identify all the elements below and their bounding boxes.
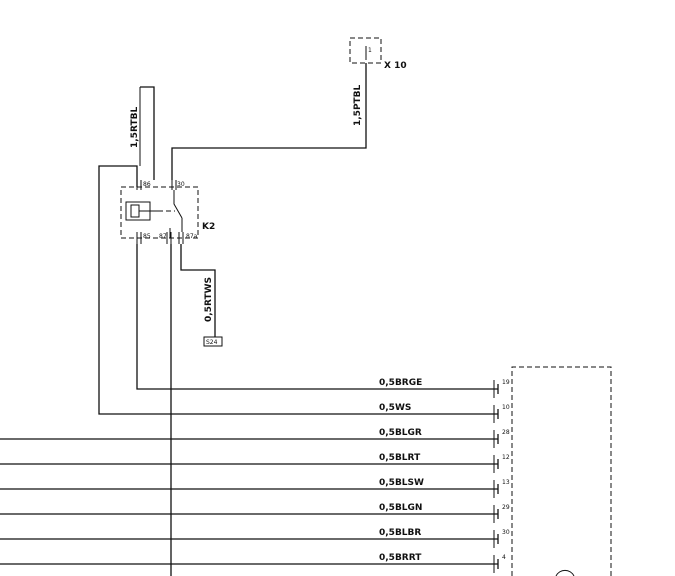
terminal-s24: S24 (203, 336, 223, 347)
pin-number: 19 (502, 379, 510, 386)
pin-number: 4 (502, 554, 506, 561)
wire-label-rtws: 0,5RTWS (204, 277, 214, 322)
wire-label-ptbl: 1,5PTBL (353, 84, 363, 126)
relay-pin-85: 85 (143, 233, 151, 240)
wire-label: 0,5BLSW (379, 478, 424, 488)
wire-rtbl (140, 86, 155, 180)
harness-labels: 0,5BRGE 0,5WS 0,5BLGR 0,5BLRT 0,5BLSW 0,… (379, 378, 424, 563)
wire-label: 0,5BLGN (379, 503, 422, 513)
wire-ws-loop (98, 165, 490, 415)
connector-x10-label: X 10 (384, 61, 407, 71)
relay-pin-87: 87 (159, 233, 167, 240)
connector-pins: 19 10 28 12 13 29 30 4 (490, 379, 510, 573)
wire-label: 0,5BLRT (379, 453, 421, 463)
wire-label: 0,5BRRT (379, 553, 422, 563)
wire-label: 0,5BRGE (379, 378, 422, 388)
relay-label: K2 (202, 222, 215, 232)
relay-pin-87a: 87a (186, 233, 198, 240)
pin-number: 10 (502, 404, 510, 411)
relay-k2: 86 30 85 87 87a K2 (120, 180, 215, 244)
wire-brge-drop (136, 244, 490, 390)
pin-number: 30 (502, 529, 510, 536)
relay-pin-30: 30 (177, 181, 185, 188)
pin-number: 12 (502, 454, 510, 461)
control-unit-box (511, 366, 612, 576)
relay-pin-86: 86 (143, 181, 151, 188)
terminal-s24-label: S24 (206, 339, 218, 346)
pin-number: 13 (502, 479, 510, 486)
connector-x10: 1 X 10 (349, 37, 407, 71)
wire-label-rtbl: 1,5RTBL (130, 107, 140, 148)
wire-ptbl (171, 63, 367, 180)
pin-number: 28 (502, 429, 510, 436)
wire-label: 0,5BLBR (379, 528, 421, 538)
wire-label: 0,5WS (379, 403, 411, 413)
wire-rtws (180, 244, 216, 337)
wire-label: 0,5BLGR (379, 428, 422, 438)
pin-number: 29 (502, 504, 510, 511)
connector-x10-pin: 1 (368, 47, 372, 54)
